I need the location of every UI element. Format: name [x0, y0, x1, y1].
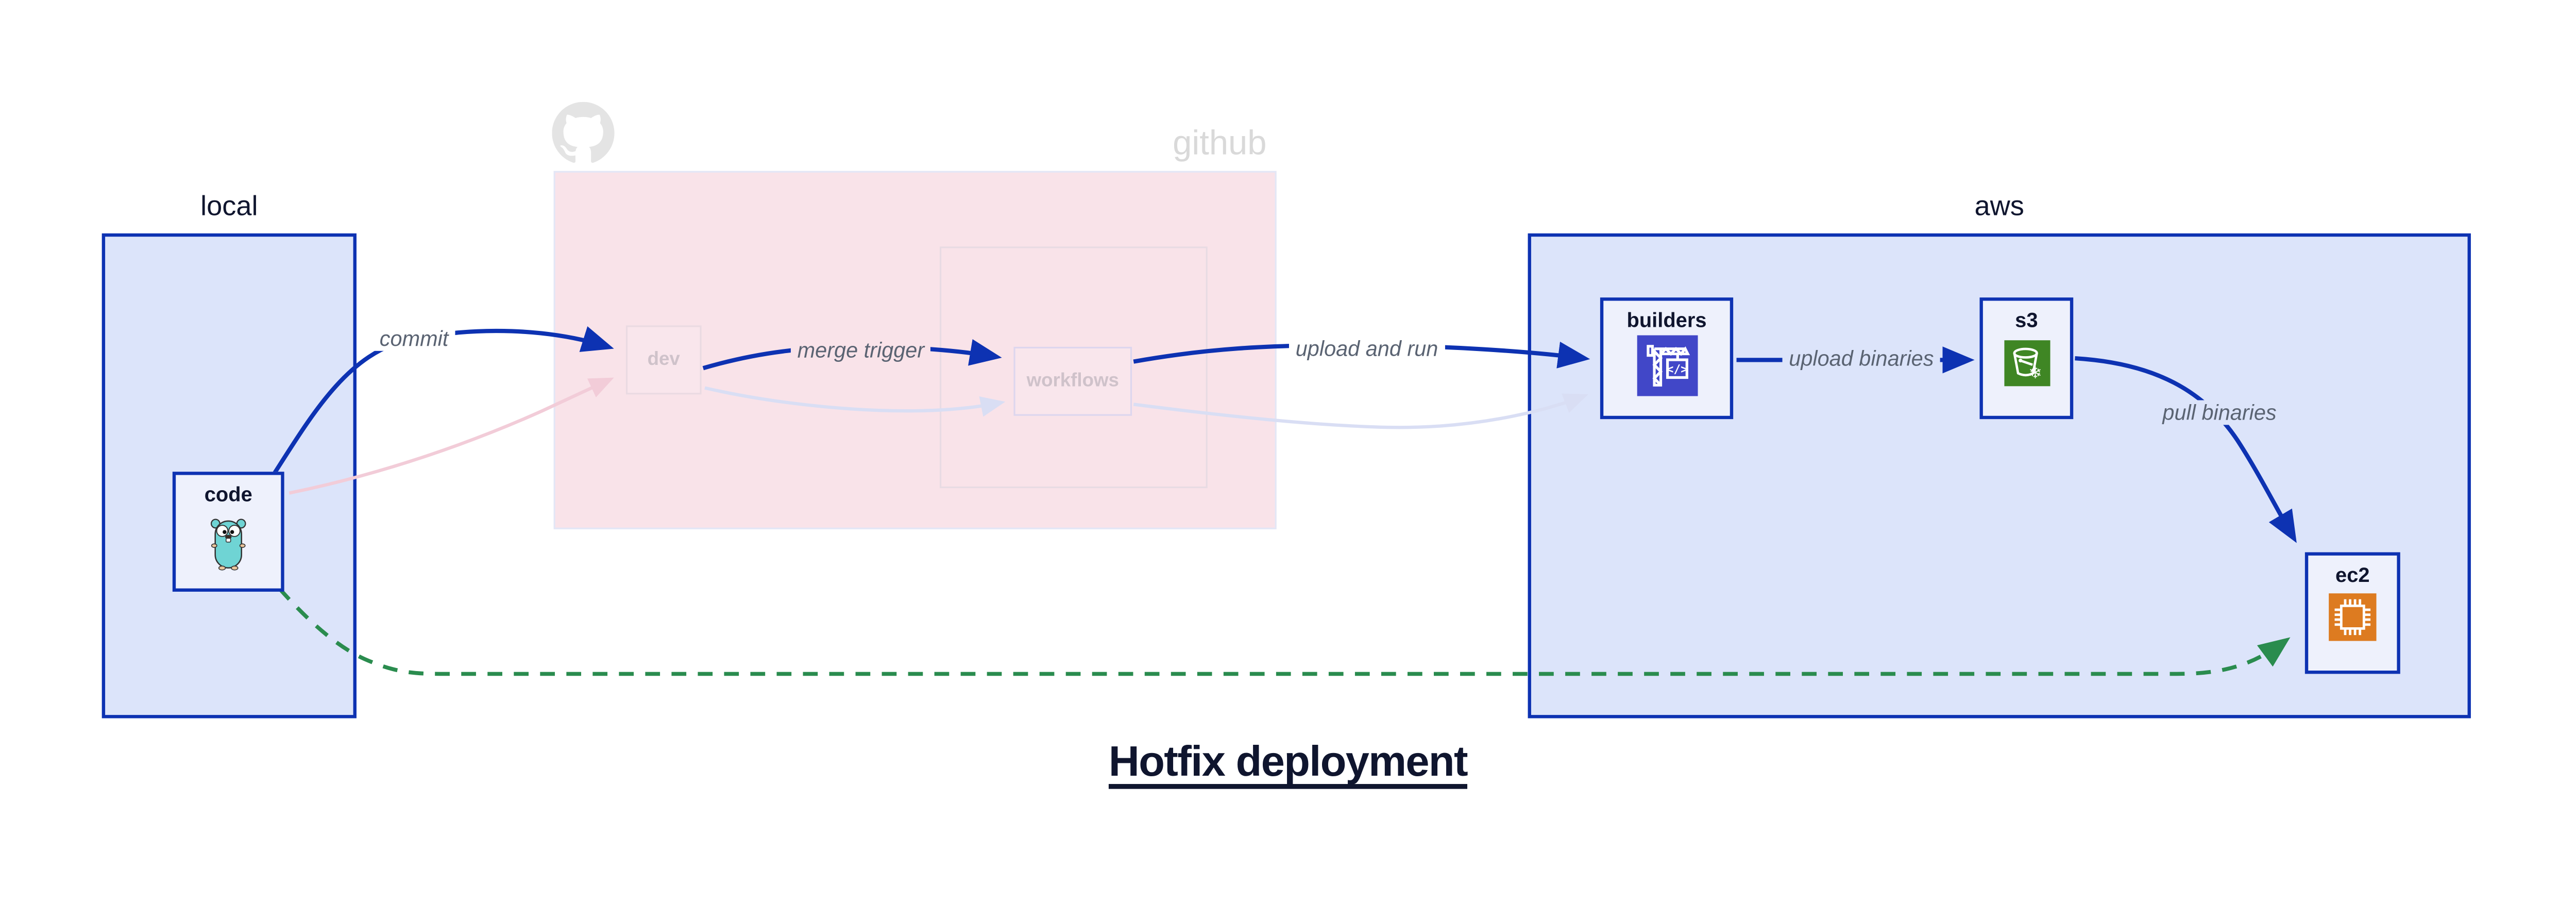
- edge-label-merge-trigger: merge trigger: [790, 338, 931, 363]
- node-ec2: ec2: [2304, 552, 2400, 674]
- s3-bucket-snowflake-icon: ❄: [2003, 340, 2049, 387]
- node-code-label: code: [204, 483, 252, 507]
- node-s3: s3 ❄: [1979, 297, 2074, 420]
- go-gopher-icon: [210, 519, 246, 571]
- node-workflows: workflows: [1013, 346, 1132, 416]
- ec2-chip-icon: [2329, 593, 2377, 641]
- node-ec2-label: ec2: [2335, 563, 2370, 587]
- edge-label-upload-and-run: upload and run: [1289, 336, 1445, 361]
- diagram-title: Hotfix deployment: [1108, 736, 1468, 786]
- aws-container-label: aws: [1974, 190, 2024, 222]
- node-builders: builders </>: [1600, 297, 1734, 420]
- node-builders-label: builders: [1626, 309, 1707, 332]
- node-workflows-label: workflows: [1026, 371, 1119, 391]
- svg-text:</>: </>: [1666, 363, 1687, 376]
- edge-label-upload-binaries: upload binaries: [1782, 346, 1941, 371]
- svg-text:❄: ❄: [2028, 364, 2041, 382]
- local-container-label: local: [200, 190, 258, 222]
- github-container-label: github: [1173, 125, 1267, 163]
- node-s3-label: s3: [2015, 309, 2038, 332]
- edge-label-pull-binaries: pull binaries: [2156, 400, 2283, 425]
- node-dev-label: dev: [647, 350, 680, 370]
- aws-codebuild-crane-icon: </>: [1636, 335, 1698, 396]
- node-dev: dev: [625, 325, 702, 395]
- edge-label-commit: commit: [373, 326, 455, 351]
- octocat-icon: [552, 102, 615, 163]
- node-code: code: [172, 472, 284, 592]
